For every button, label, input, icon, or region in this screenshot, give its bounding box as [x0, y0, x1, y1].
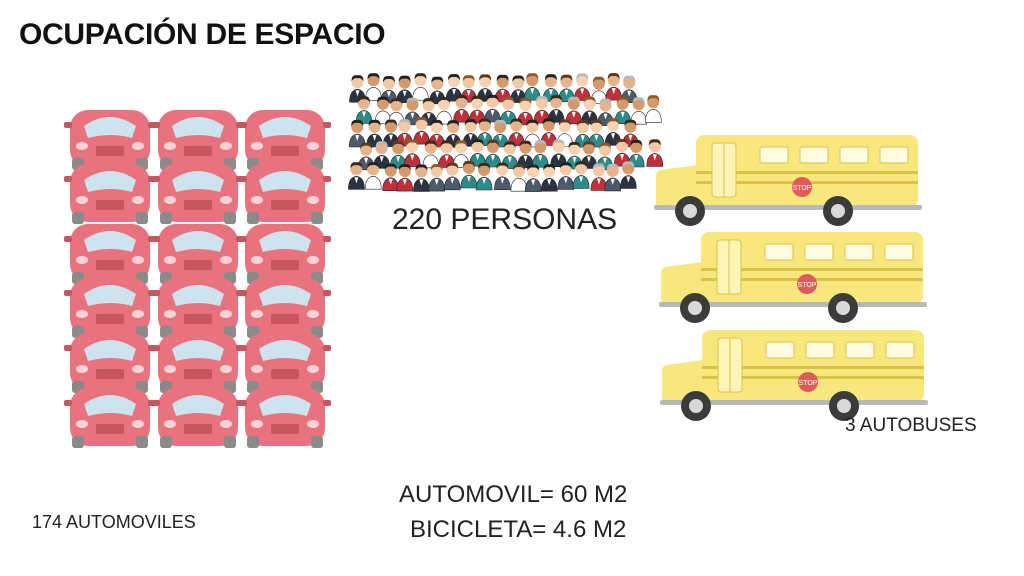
person-icon	[605, 72, 623, 101]
person-icon	[494, 162, 511, 190]
people-count-caption: 220 PERSONAS	[392, 203, 618, 236]
person-icon	[573, 73, 591, 101]
crowd-illustration	[348, 72, 664, 192]
car-stack-illustration	[64, 110, 331, 448]
red-car-icon	[64, 164, 156, 224]
red-car-icon	[152, 278, 244, 338]
person-icon	[614, 96, 632, 125]
person-icon	[435, 96, 453, 125]
person-icon	[620, 75, 638, 103]
car-area-text: AUTOMOVIL= 60 M2	[399, 481, 628, 508]
person-icon	[453, 95, 470, 123]
stop-sign-label: STOP	[798, 282, 817, 289]
red-car-icon	[64, 278, 156, 338]
person-icon	[484, 139, 502, 168]
red-car-icon	[239, 388, 331, 448]
person-icon	[428, 163, 446, 192]
red-car-icon	[239, 278, 331, 338]
person-icon	[443, 162, 461, 191]
person-icon	[572, 161, 590, 189]
person-icon	[550, 139, 567, 167]
person-icon	[348, 162, 365, 190]
person-icon	[355, 96, 373, 124]
person-icon	[557, 162, 575, 190]
red-car-icon	[239, 110, 331, 170]
person-icon	[565, 96, 583, 125]
person-icon	[422, 140, 440, 169]
person-icon	[365, 73, 382, 101]
red-car-icon	[64, 224, 156, 284]
red-car-icon	[64, 333, 156, 393]
person-icon	[403, 139, 421, 167]
person-icon	[581, 96, 598, 125]
person-icon	[604, 163, 622, 192]
person-icon	[374, 96, 392, 125]
person-icon	[413, 116, 430, 145]
person-icon	[619, 161, 637, 189]
red-car-icon	[239, 333, 331, 393]
person-icon	[396, 118, 413, 147]
school-bus-icon: STOP	[660, 330, 928, 421]
person-icon	[484, 94, 501, 123]
person-icon	[547, 95, 565, 123]
bicycle-area-text: BICICLETA= 4.6 M2	[410, 516, 627, 543]
person-icon	[523, 73, 541, 101]
person-icon	[364, 162, 382, 190]
person-icon	[531, 140, 549, 168]
person-icon	[644, 95, 662, 123]
red-car-icon	[152, 224, 244, 284]
person-icon	[413, 164, 430, 192]
red-car-icon	[64, 110, 156, 170]
person-icon	[510, 164, 528, 192]
school-bus-icon: STOP	[654, 135, 922, 226]
person-icon	[517, 140, 534, 169]
red-car-icon	[152, 388, 244, 448]
person-icon	[590, 163, 608, 191]
person-icon	[540, 164, 558, 192]
red-car-icon	[152, 164, 244, 224]
stop-sign-label: STOP	[799, 380, 818, 387]
person-icon	[460, 160, 478, 189]
slide-title: OCUPACIÓN DE ESPACIO	[19, 18, 386, 51]
red-car-icon	[239, 164, 331, 224]
person-icon	[613, 138, 631, 167]
person-icon	[524, 164, 542, 192]
person-icon	[348, 119, 366, 148]
buses-illustration: STOP STOP STOP	[654, 135, 928, 421]
stop-sign-label: STOP	[793, 185, 812, 192]
person-icon	[373, 141, 391, 169]
person-icon	[382, 163, 400, 191]
red-car-icon	[239, 224, 331, 284]
red-car-icon	[152, 333, 244, 393]
red-car-icon	[152, 110, 244, 170]
person-icon	[412, 73, 429, 101]
buses-count-caption: 3 AUTOBUSES	[845, 415, 977, 436]
person-icon	[388, 98, 405, 126]
school-bus-icon: STOP	[659, 232, 927, 323]
red-car-icon	[64, 388, 156, 448]
person-icon	[646, 139, 664, 167]
person-icon	[475, 162, 493, 191]
cars-count-caption: 174 AUTOMOVILES	[32, 512, 196, 532]
person-icon	[396, 163, 414, 192]
person-icon	[556, 119, 574, 147]
